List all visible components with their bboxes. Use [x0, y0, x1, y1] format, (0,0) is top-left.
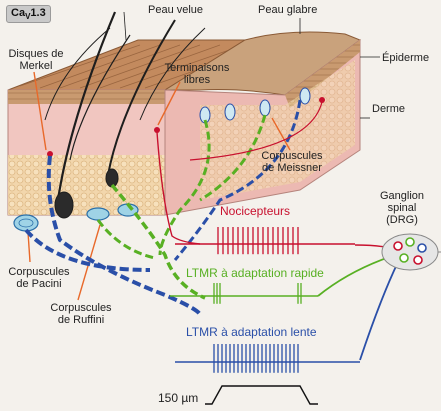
ganglion-cell-icon — [381, 233, 441, 271]
label-nociceptors: Nocicepteurs — [220, 204, 291, 218]
slow-ltmr-spike-trace — [175, 344, 360, 373]
stimulus-profile — [205, 385, 318, 405]
nociceptor-fibre — [156, 131, 201, 245]
label-ltmr-slow: LTMR à adaptation lente — [186, 325, 317, 339]
label-ltmr-fast: LTMR à adaptation rapide — [186, 266, 324, 280]
fast-ltmr-spike-trace — [170, 283, 318, 304]
label-epidermis: Épiderme — [382, 52, 430, 64]
fat-layer — [8, 155, 165, 215]
fast-ltmr-fibre — [110, 183, 206, 300]
cav13-badge: CaV1.3 — [6, 5, 51, 24]
label-scale: 150 µm — [158, 391, 199, 405]
label-dermis: Derme — [372, 103, 406, 115]
hair-follicle-icon — [44, 11, 206, 219]
slow-ltmr-fibre — [46, 155, 202, 316]
nociceptor-spike-trace — [175, 227, 355, 255]
receptors — [13, 87, 325, 232]
epidermis-front — [8, 90, 165, 104]
merkel-disc — [47, 151, 53, 157]
label-glabrous-skin: Peau glabre — [258, 4, 318, 16]
nerve-fibres — [24, 99, 399, 361]
pacini-corpuscle — [13, 214, 39, 232]
ruffini-corpuscle — [86, 207, 110, 221]
free-nerve-ending — [154, 127, 160, 133]
label-hairy-skin: Peau velue — [148, 4, 204, 16]
leader-lines — [123, 11, 380, 119]
